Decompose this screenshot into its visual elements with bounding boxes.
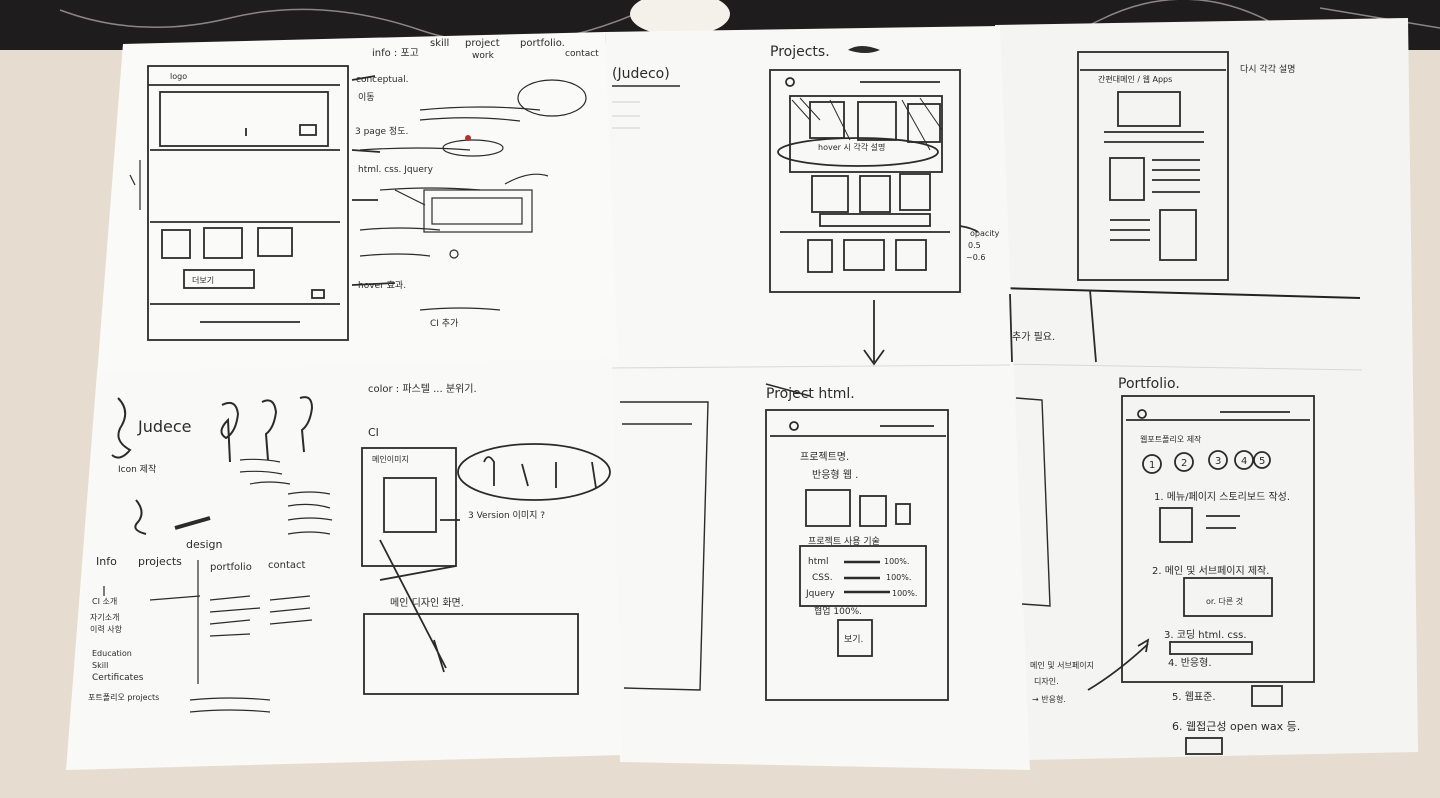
svg-text:0.5: 0.5: [968, 241, 981, 250]
svg-text:6. 웹접근성 open wax 등.: 6. 웹접근성 open wax 등.: [1172, 720, 1300, 733]
notes-top-left: info : 포고 skill project work portfolio. …: [192, 38, 599, 329]
svg-text:CSS.: CSS.: [812, 573, 833, 583]
svg-text:100%.: 100%.: [892, 589, 917, 598]
portfolio-title: Portfolio.: [1118, 376, 1180, 392]
hover-note: hover 시 각각 설명: [818, 142, 885, 152]
partial-sheet: [620, 397, 1051, 691]
svg-text:프로젝트명.: 프로젝트명.: [800, 451, 849, 463]
svg-text:3 page 정도.: 3 page 정도.: [355, 126, 408, 137]
portfolio-items: 1. 메뉴/페이지 스토리보드 작성. 2. 메인 및 서브페이지 제작. 3.…: [1152, 491, 1300, 733]
paper-left-bottom: [66, 358, 622, 770]
svg-text:3: 3: [1215, 456, 1221, 467]
svg-text:5: 5: [1259, 456, 1265, 467]
ci-sub: 3 Version 이미지 ?: [468, 510, 545, 521]
svg-text:design: design: [186, 538, 223, 551]
detail-note: 다시 각각 설명: [1240, 63, 1295, 75]
svg-text:contact: contact: [565, 49, 599, 59]
svg-text:디자인.: 디자인.: [1034, 676, 1059, 686]
ci-label: CI: [368, 426, 379, 439]
svg-text:이동: 이동: [358, 92, 375, 103]
svg-text:웹포트폴리오 제작: 웹포트폴리오 제작: [1140, 434, 1202, 444]
scribbles-top-left: [129, 79, 587, 311]
color-note: color : 파스텔 ... 분위기.: [368, 382, 477, 395]
light-reflection: [630, 0, 730, 36]
svg-text:3. 코딩 html. css.: 3. 코딩 html. css.: [1164, 629, 1247, 641]
svg-text:opacity: opacity: [970, 229, 1000, 238]
svg-text:5. 웹표준.: 5. 웹표준.: [1172, 691, 1216, 703]
view-button-sketch: 보기.: [844, 634, 863, 645]
svg-text:Info: Info: [96, 555, 117, 568]
opacity-note: opacity 0.5 ~0.6: [966, 229, 1000, 262]
svg-text:work: work: [472, 51, 495, 61]
more-button-sketch: [183, 269, 255, 289]
svg-text:협업 100%.: 협업 100%.: [814, 605, 862, 617]
top-mid-heading: (Judeco): [612, 66, 670, 82]
svg-text:Certificates: Certificates: [92, 673, 144, 683]
svg-text:html: html: [808, 557, 829, 567]
svg-text:더보기: 더보기: [192, 276, 214, 285]
nav-columns: Info projects design portfolio contact: [96, 538, 306, 573]
ci-mockup: [361, 443, 611, 695]
svg-text:2: 2: [1181, 458, 1187, 469]
ci-logo-sketches: [111, 396, 314, 535]
svg-text:skill: skill: [430, 38, 449, 49]
wireframe-detail: [1009, 51, 1229, 363]
svg-text:CI 소개: CI 소개: [92, 596, 117, 606]
wireframe-project-detail: [765, 409, 949, 701]
svg-text:1: 1: [1149, 460, 1155, 471]
logo-text: Judece: [137, 417, 192, 436]
svg-text:portfolio: portfolio: [210, 562, 252, 573]
wireframe-portfolio: [1087, 395, 1315, 755]
svg-text:~0.6: ~0.6: [966, 253, 985, 262]
svg-text:html. css. Jquery: html. css. Jquery: [358, 165, 434, 175]
svg-text:info : 포고: info : 포고: [372, 48, 419, 59]
svg-text:자기소개: 자기소개: [90, 612, 119, 622]
svg-text:→ 반응형.: → 반응형.: [1032, 695, 1066, 704]
wireframe-home: [147, 65, 396, 341]
svg-text:4. 반응형.: 4. 반응형.: [1168, 657, 1212, 669]
svg-text:100%.: 100%.: [884, 557, 909, 566]
logo-scribble: logo: [170, 72, 187, 81]
detail-header: 간편대메인 / 웹 Apps: [1098, 74, 1172, 84]
svg-text:포트폴리오 projects: 포트폴리오 projects: [88, 693, 159, 702]
portfolio-side-notes: 메인 및 서브페이지 디자인. → 반응형.: [1030, 660, 1094, 704]
svg-text:메인 및 서브페이지: 메인 및 서브페이지: [1030, 660, 1094, 670]
svg-text:메인이미지: 메인이미지: [372, 454, 409, 464]
svg-text:프로젝트 사용 기술: 프로젝트 사용 기술: [808, 536, 880, 547]
icon-note: Icon 제작: [118, 464, 156, 475]
svg-text:이력 사항: 이력 사항: [90, 624, 123, 634]
step-circles: 1 2 3 4 5: [1149, 456, 1265, 471]
svg-text:Education: Education: [92, 649, 132, 658]
svg-text:contact: contact: [268, 560, 306, 571]
svg-text:portfolio.: portfolio.: [520, 38, 565, 49]
svg-text:Jquery: Jquery: [805, 589, 835, 599]
svg-text:2. 메인 및 서브페이지 제작.: 2. 메인 및 서브페이지 제작.: [1152, 565, 1269, 577]
scribbles-bottom-left: [103, 458, 333, 713]
svg-text:4: 4: [1241, 456, 1247, 467]
svg-text:projects: projects: [138, 555, 182, 568]
svg-text:conceptual.: conceptual.: [356, 75, 408, 85]
svg-text:Skill: Skill: [92, 661, 108, 670]
detail-footer: 추가 필요.: [1012, 331, 1055, 343]
svg-text:1. 메뉴/페이지 스토리보드 작성.: 1. 메뉴/페이지 스토리보드 작성.: [1154, 491, 1290, 503]
wireframe-projects: [769, 69, 979, 366]
svg-text:반응형 웹 .: 반응형 웹 .: [812, 469, 858, 481]
svg-text:project: project: [465, 38, 500, 49]
svg-text:hover 효과.: hover 효과.: [358, 280, 406, 291]
paper-middle: [605, 26, 1030, 770]
grid-label: 메인 디자인 화면.: [390, 597, 464, 609]
svg-text:or. 다른 것: or. 다른 것: [1206, 596, 1243, 606]
info-list: CI 소개 자기소개 이력 사항 Education Skill Certifi…: [88, 596, 159, 702]
svg-text:100%.: 100%.: [886, 573, 911, 582]
svg-text:CI 추가: CI 추가: [430, 318, 458, 329]
paper-right: [995, 18, 1418, 760]
faint-lines: [612, 101, 640, 129]
projects-title: Projects.: [770, 44, 830, 60]
skill-list: html 100%. CSS. 100%. Jquery 100%.: [805, 557, 917, 599]
